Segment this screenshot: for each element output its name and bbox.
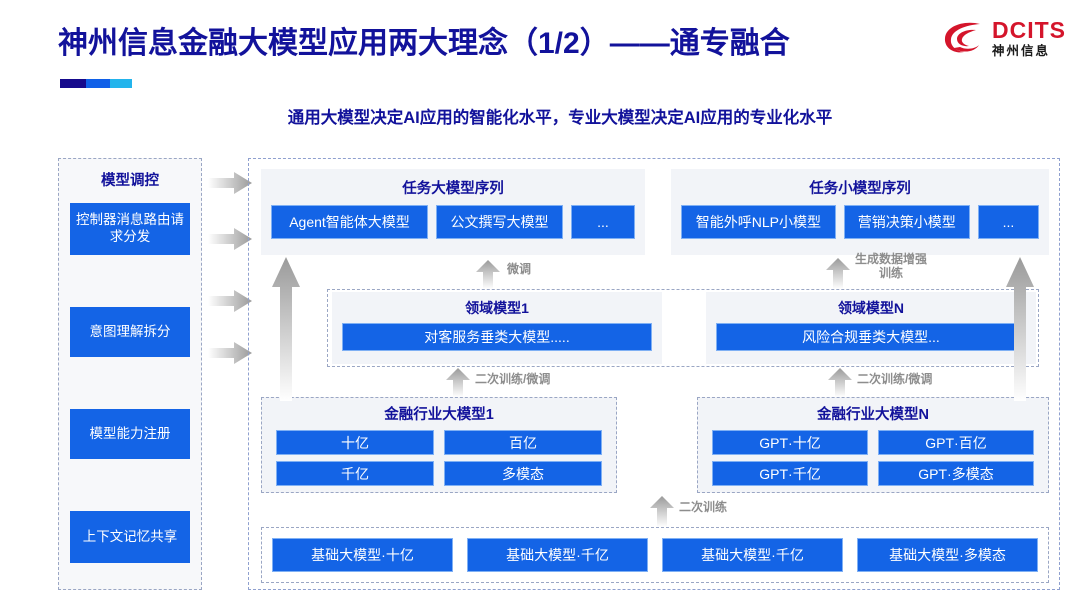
flow-label-data-augmentation-line2: 训练 bbox=[879, 265, 904, 280]
underline-segment-light bbox=[110, 79, 132, 88]
model-control-panel: 模型调控 控制器消息路由请求分发 意图理解拆分 模型能力注册 上下文记忆共享 bbox=[58, 158, 202, 590]
flow-label-retrain-left: 二次训练/微调 bbox=[475, 372, 551, 386]
underline-segment-dark bbox=[60, 79, 86, 88]
brand-logo: DCITS 神州信息 bbox=[942, 18, 1066, 58]
flow-arrow-up-tall-left bbox=[271, 255, 301, 401]
page-title: 神州信息金融大模型应用两大理念（1/2）——通专融合 bbox=[58, 27, 790, 60]
base-model-hundred-billion-1[interactable]: 基础大模型·千亿 bbox=[467, 538, 648, 572]
industry-n-cell-ten-billion[interactable]: GPT·百亿 bbox=[878, 430, 1034, 455]
flow-label-retrain-base: 二次训练 bbox=[679, 500, 728, 514]
flow-label-finetune: 微调 bbox=[507, 262, 532, 276]
industry-model-n-title: 金融行业大模型N bbox=[817, 407, 929, 423]
sidebar-item-capability-registry[interactable]: 模型能力注册 bbox=[70, 409, 190, 459]
task-chip-agent[interactable]: Agent智能体大模型 bbox=[271, 205, 428, 239]
flow-arrow-up-retrain-base bbox=[649, 495, 675, 527]
base-model-band: 基础大模型·十亿 基础大模型·千亿 基础大模型·千亿 基础大模型·多模态 bbox=[261, 527, 1049, 583]
flow-label-data-augmentation-line1: 生成数据增强 bbox=[855, 252, 928, 266]
industry-1-cell-multimodal[interactable]: 多模态 bbox=[444, 461, 602, 486]
flow-arrow-right-4 bbox=[208, 342, 252, 364]
flow-arrow-right-3 bbox=[208, 290, 252, 312]
task-chip-more-small[interactable]: ... bbox=[977, 205, 1040, 239]
base-model-billion[interactable]: 基础大模型·十亿 bbox=[272, 538, 453, 572]
industry-n-cell-billion[interactable]: GPT·十亿 bbox=[712, 430, 868, 455]
title-underline-bar bbox=[60, 79, 132, 88]
base-model-hundred-billion-2[interactable]: 基础大模型·千亿 bbox=[662, 538, 843, 572]
domain-model-n-title: 领域模型N bbox=[837, 300, 905, 316]
sidebar-title: 模型调控 bbox=[101, 173, 159, 189]
flow-arrow-up-tall-right bbox=[1005, 255, 1035, 401]
task-small-model-panel: 任务小模型序列 智能外呼NLP小模型 营销决策小模型 ... bbox=[671, 169, 1049, 255]
architecture-diagram: 模型调控 控制器消息路由请求分发 意图理解拆分 模型能力注册 上下文记忆共享 bbox=[0, 150, 1080, 600]
industry-n-cell-hundred-billion[interactable]: GPT·千亿 bbox=[712, 461, 868, 486]
domain-model-1-title: 领域模型1 bbox=[465, 300, 529, 316]
industry-1-cell-hundred-billion[interactable]: 千亿 bbox=[276, 461, 434, 486]
dcits-swirl-icon bbox=[942, 18, 986, 58]
task-chip-document[interactable]: 公文撰写大模型 bbox=[436, 205, 563, 239]
industry-n-cell-multimodal[interactable]: GPT·多模态 bbox=[878, 461, 1034, 486]
flow-arrow-up-finetune bbox=[475, 259, 501, 289]
industry-model-1-panel: 金融行业大模型1 十亿 百亿 千亿 多模态 bbox=[261, 397, 617, 493]
sidebar-item-intent-parsing[interactable]: 意图理解拆分 bbox=[70, 307, 190, 357]
task-large-model-panel: 任务大模型序列 Agent智能体大模型 公文撰写大模型 ... bbox=[261, 169, 645, 255]
logo-text-en: DCITS bbox=[992, 16, 1066, 43]
logo-text-cn: 神州信息 bbox=[992, 43, 1051, 58]
flow-arrow-up-retrain-left bbox=[445, 367, 471, 397]
industry-model-1-title: 金融行业大模型1 bbox=[384, 407, 494, 423]
domain-model-n-box[interactable]: 风险合规垂类大模型... bbox=[716, 323, 1026, 351]
flow-arrow-right-1 bbox=[208, 172, 252, 194]
task-small-model-title: 任务小模型序列 bbox=[809, 181, 911, 197]
domain-model-band: 领域模型1 对客服务垂类大模型..... 领域模型N 风险合规垂类大模型... bbox=[327, 289, 1039, 367]
industry-model-n-panel: 金融行业大模型N GPT·十亿 GPT·百亿 GPT·千亿 GPT·多模态 bbox=[697, 397, 1049, 493]
model-stack-panel: 任务大模型序列 Agent智能体大模型 公文撰写大模型 ... 任务小模型序列 … bbox=[248, 158, 1060, 590]
task-chip-nlp-outbound[interactable]: 智能外呼NLP小模型 bbox=[681, 205, 836, 239]
domain-model-1: 领域模型1 对客服务垂类大模型..... bbox=[332, 292, 662, 364]
flow-arrow-up-retrain-right bbox=[827, 367, 853, 397]
task-chip-marketing[interactable]: 营销决策小模型 bbox=[843, 205, 970, 239]
page-subtitle: 通用大模型决定AI应用的智能化水平，专业大模型决定AI应用的专业化水平 bbox=[287, 109, 833, 127]
industry-1-cell-ten-billion[interactable]: 百亿 bbox=[444, 430, 602, 455]
sidebar-item-controller-routing[interactable]: 控制器消息路由请求分发 bbox=[70, 203, 190, 255]
industry-1-cell-billion[interactable]: 十亿 bbox=[276, 430, 434, 455]
domain-model-n: 领域模型N 风险合规垂类大模型... bbox=[706, 292, 1036, 364]
flow-arrow-up-data-augmentation bbox=[825, 257, 851, 289]
task-chip-more[interactable]: ... bbox=[571, 205, 635, 239]
flow-label-retrain-right: 二次训练/微调 bbox=[857, 372, 933, 386]
domain-model-1-box[interactable]: 对客服务垂类大模型..... bbox=[342, 323, 652, 351]
task-large-model-title: 任务大模型序列 bbox=[402, 181, 504, 197]
sidebar-item-context-memory[interactable]: 上下文记忆共享 bbox=[70, 511, 190, 563]
base-model-multimodal[interactable]: 基础大模型·多模态 bbox=[857, 538, 1038, 572]
flow-arrow-right-2 bbox=[208, 228, 252, 250]
underline-segment-mid bbox=[86, 79, 110, 88]
flow-label-data-augmentation: 生成数据增强 训练 bbox=[855, 252, 928, 281]
